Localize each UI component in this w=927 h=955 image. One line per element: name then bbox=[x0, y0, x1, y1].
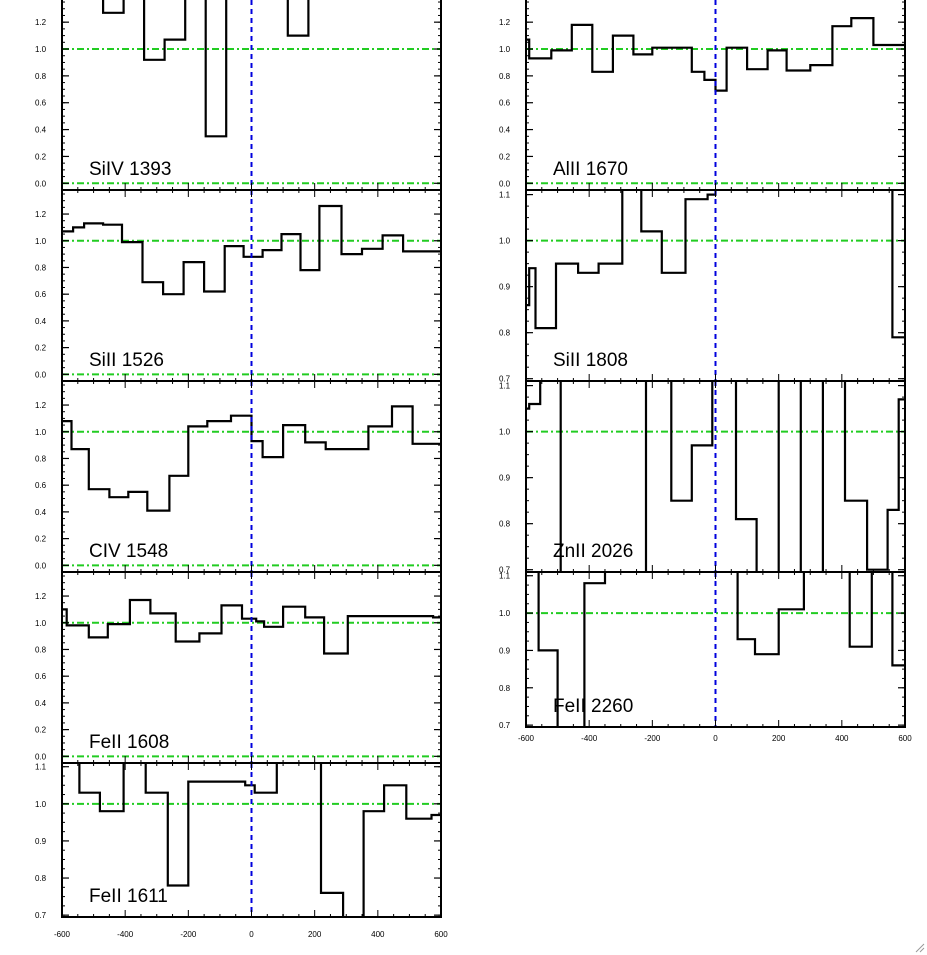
y-tick-label: 0.8 bbox=[35, 72, 47, 81]
y-tick-label: 1.0 bbox=[35, 428, 47, 437]
y-tick-label: 0.9 bbox=[499, 283, 511, 292]
y-tick-label: 1.0 bbox=[35, 800, 47, 809]
y-tick-label: 0.2 bbox=[35, 726, 47, 735]
y-tick-label: 0.2 bbox=[35, 344, 47, 353]
y-tick-label: 1.0 bbox=[35, 619, 47, 628]
y-tick-label: 0.0 bbox=[35, 370, 47, 379]
y-tick-label: 0.8 bbox=[35, 645, 47, 654]
x-tick-label: -200 bbox=[644, 734, 661, 743]
y-tick-label: 0.0 bbox=[35, 179, 47, 188]
y-tick-label: 1.2 bbox=[35, 18, 47, 27]
x-tick-label: 200 bbox=[772, 734, 786, 743]
y-tick-label: 0.2 bbox=[35, 535, 47, 544]
spectrum-panel: 0.7 0.8 0.9 1.0 1.1 -600 -400 -200 0 200 400 600 FeI… bbox=[499, 571, 912, 743]
y-tick-label: 0.6 bbox=[35, 481, 47, 490]
spectrum-histogram bbox=[102, 0, 310, 138]
y-tick-label: 1.2 bbox=[499, 18, 511, 27]
x-tick-label: 600 bbox=[434, 930, 448, 939]
y-tick-label: 0.4 bbox=[35, 317, 47, 326]
y-tick-label: 0.8 bbox=[35, 454, 47, 463]
line-name-label: SiIV 1393 bbox=[89, 159, 171, 180]
x-tick-label: 0 bbox=[713, 734, 718, 743]
y-tick-label: 0.9 bbox=[499, 474, 511, 483]
y-tick-label: 1.2 bbox=[35, 592, 47, 601]
y-tick-label: 1.2 bbox=[35, 210, 47, 219]
x-tick-label: -200 bbox=[180, 930, 197, 939]
y-tick-label: 0.7 bbox=[499, 375, 511, 384]
y-tick-label: 0.0 bbox=[35, 752, 47, 761]
y-tick-label: 0.2 bbox=[499, 152, 511, 161]
y-tick-label: 0.8 bbox=[499, 72, 511, 81]
x-tick-label: -400 bbox=[117, 930, 134, 939]
line-name-label: FeII 1611 bbox=[89, 886, 168, 907]
y-tick-label: 0.8 bbox=[35, 263, 47, 272]
y-tick-label: 0.7 bbox=[499, 721, 511, 730]
line-name-label: AlII 1670 bbox=[553, 159, 628, 180]
spectrum-histogram bbox=[62, 204, 441, 296]
y-tick-label: 0.4 bbox=[35, 126, 47, 135]
line-name-label: SiII 1808 bbox=[553, 350, 628, 371]
y-tick-label: 1.0 bbox=[499, 609, 511, 618]
x-tick-label: 0 bbox=[249, 930, 254, 939]
y-tick-label: 0.0 bbox=[35, 561, 47, 570]
line-name-label: CIV 1548 bbox=[89, 541, 168, 562]
y-tick-label: 1.1 bbox=[499, 382, 511, 391]
y-tick-label: 0.9 bbox=[499, 646, 511, 655]
resize-grip-icon[interactable] bbox=[913, 941, 925, 953]
x-tick-label: -600 bbox=[518, 734, 535, 743]
x-tick-label: 400 bbox=[835, 734, 849, 743]
spectrum-histogram bbox=[526, 381, 905, 572]
y-tick-label: 1.1 bbox=[35, 763, 47, 772]
y-tick-label: 0.7 bbox=[499, 566, 511, 575]
spectrum-histogram bbox=[62, 405, 441, 512]
y-tick-label: 0.0 bbox=[499, 179, 511, 188]
spectrum-histogram bbox=[62, 598, 441, 655]
y-tick-label: 0.8 bbox=[499, 329, 511, 338]
y-tick-label: 1.0 bbox=[499, 428, 511, 437]
y-tick-label: 0.6 bbox=[499, 99, 511, 108]
y-tick-label: 0.6 bbox=[35, 99, 47, 108]
spectrum-histogram bbox=[526, 17, 905, 92]
y-tick-label: 0.6 bbox=[35, 290, 47, 299]
y-tick-label: 1.0 bbox=[35, 45, 47, 54]
y-tick-label: 1.0 bbox=[35, 237, 47, 246]
line-name-label: SiII 1526 bbox=[89, 350, 164, 371]
x-tick-label: 600 bbox=[898, 734, 912, 743]
y-tick-label: 1.2 bbox=[35, 401, 47, 410]
line-name-label: FeII 2260 bbox=[553, 696, 633, 717]
y-tick-label: 1.1 bbox=[499, 572, 511, 581]
x-tick-label: 400 bbox=[371, 930, 385, 939]
y-tick-label: 0.9 bbox=[35, 837, 47, 846]
y-tick-label: 0.6 bbox=[35, 672, 47, 681]
y-tick-label: 0.8 bbox=[499, 684, 511, 693]
spectrum-histogram bbox=[526, 190, 905, 339]
y-tick-label: 0.4 bbox=[35, 699, 47, 708]
x-tick-label: 200 bbox=[308, 930, 322, 939]
y-tick-label: 0.4 bbox=[499, 126, 511, 135]
y-tick-label: 1.0 bbox=[499, 45, 511, 54]
y-tick-label: 0.4 bbox=[35, 508, 47, 517]
x-tick-label: -600 bbox=[54, 930, 71, 939]
y-tick-label: 0.7 bbox=[35, 911, 47, 920]
y-tick-label: 0.8 bbox=[499, 520, 511, 529]
y-tick-label: 0.2 bbox=[35, 152, 47, 161]
spectrum-histogram bbox=[537, 572, 905, 727]
y-tick-label: 0.8 bbox=[35, 874, 47, 883]
x-tick-label: -400 bbox=[581, 734, 598, 743]
y-tick-label: 1.0 bbox=[499, 237, 511, 246]
line-name-label: ZnII 2026 bbox=[553, 541, 633, 562]
line-name-label: FeII 1608 bbox=[89, 732, 169, 753]
y-tick-label: 1.1 bbox=[499, 191, 511, 200]
spectrum-histogram bbox=[78, 763, 441, 917]
